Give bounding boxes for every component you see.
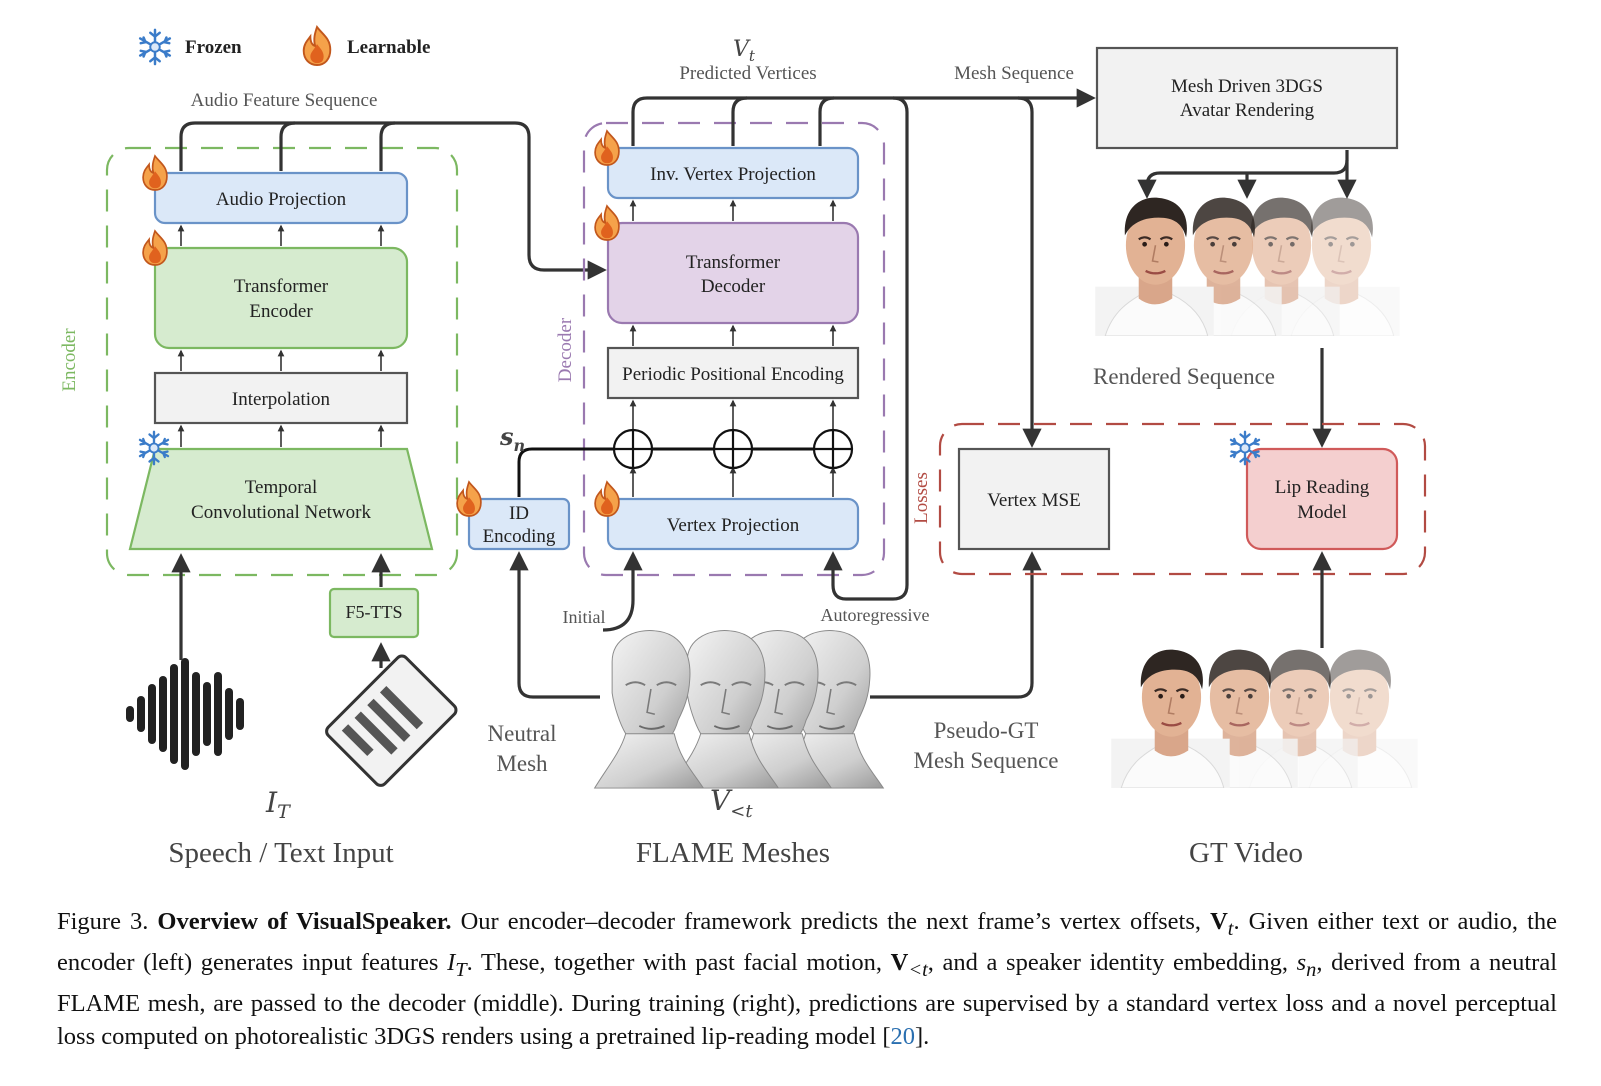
caption-text: . These, together with past facial motio… <box>466 948 891 976</box>
interpolation-box <box>153 371 409 425</box>
sn-symbol: sn <box>499 422 525 455</box>
flame-icon <box>142 155 168 191</box>
audio-feature-sequence-label: Audio Feature Sequence <box>191 90 378 111</box>
pseudo-gt-label-2: Mesh Sequence <box>914 748 1059 773</box>
pseudo-gt-label-1: Pseudo-GT <box>934 718 1039 743</box>
losses-label: Losses <box>911 472 932 524</box>
caption-text: ]. <box>914 1022 930 1050</box>
caption-subscript: T <box>455 958 467 981</box>
rendering-label-2: Avatar Rendering <box>1180 100 1315 121</box>
gt-video-frames <box>1110 648 1419 788</box>
vt-symbol: Vt <box>733 37 756 65</box>
flame-icon <box>302 26 332 66</box>
caption-symbol: V <box>890 948 909 976</box>
f5-tts-box <box>328 587 420 639</box>
flame-mesh-sequence <box>593 629 885 790</box>
predicted-vertices-label: Predicted Vertices <box>679 63 816 84</box>
audio-projection-label: Audio Projection <box>216 189 347 210</box>
caption-subscript: t <box>1227 917 1234 940</box>
id-encoding-box <box>467 497 571 551</box>
transformer-decoder-label-1: Transformer <box>686 252 781 273</box>
ppe-box <box>606 346 860 400</box>
gt-video-title: GT Video <box>1189 837 1303 869</box>
mesh-sequence-label: Mesh Sequence <box>954 63 1074 84</box>
caption-text: . Given either text or audio, the encode… <box>57 908 1558 976</box>
lip-reading-label-2: Model <box>1297 502 1347 523</box>
tcn-label-2: Convolutional Network <box>191 502 371 523</box>
legend-learnable: Learnable <box>347 37 430 58</box>
rendered-sequence-label: Rendered Sequence <box>1093 364 1275 389</box>
caption-symbol: I <box>447 948 456 976</box>
ppe-label: Periodic Positional Encoding <box>622 364 844 385</box>
rendering-label-1: Mesh Driven 3DGS <box>1171 76 1323 97</box>
caption-subscript: <t <box>908 958 928 981</box>
figure-number: Figure 3. <box>57 908 149 935</box>
caption-subscript: n <box>1306 958 1317 981</box>
caption-text: , and a speaker identity embedding, <box>927 948 1297 976</box>
input-symbol: IT <box>265 786 291 823</box>
audio-projection-box <box>153 171 409 225</box>
flame-icon <box>142 230 168 266</box>
vlt-symbol: V<t <box>710 784 753 822</box>
waveform-icon <box>126 658 244 770</box>
id-encoding-label-2: Encoding <box>483 526 556 547</box>
caption-title: Overview of VisualSpeaker. <box>157 908 452 935</box>
encoder-label: Encoder <box>59 328 80 392</box>
decoder-group: Decoder Inv. Vertex Projection Transform… <box>555 121 886 577</box>
flame-icon <box>594 481 620 517</box>
document-icon <box>325 654 458 787</box>
vertex-mse-box <box>957 447 1111 551</box>
lip-reading-label-1: Lip Reading <box>1275 477 1370 498</box>
citation-link[interactable]: 20 <box>890 1022 915 1050</box>
flame-icon <box>456 481 482 517</box>
add-node <box>612 428 654 470</box>
tcn-box <box>128 447 434 551</box>
speech-text-input-title: Speech / Text Input <box>168 837 393 869</box>
neutral-mesh-label-1: Neutral <box>488 721 557 746</box>
vertex-mse-label: Vertex MSE <box>987 490 1080 511</box>
inv-vertex-projection-box <box>606 146 860 200</box>
vertex-projection-label: Vertex Projection <box>667 515 800 536</box>
inv-vertex-projection-label: Inv. Vertex Projection <box>650 164 816 185</box>
f5-tts-label: F5-TTS <box>345 602 402 622</box>
add-node <box>712 428 754 470</box>
caption-text: Our encoder–decoder framework predicts t… <box>451 908 1211 935</box>
transformer-encoder-label-1: Transformer <box>234 276 329 297</box>
caption-symbol: V <box>1210 908 1228 935</box>
flame-icon <box>594 130 620 166</box>
caption-symbol: s <box>1296 948 1307 976</box>
transformer-encoder-label-2: Encoder <box>249 301 313 322</box>
decoder-label: Decoder <box>555 317 576 382</box>
flame-meshes-title: FLAME Meshes <box>636 837 830 869</box>
transformer-decoder-box <box>606 221 860 325</box>
caption-text: , derived from a neutral FLAME mesh, are… <box>57 948 1558 1050</box>
tcn-label-1: Temporal <box>245 477 318 498</box>
snowflake-icon <box>138 28 172 66</box>
add-node <box>812 428 854 470</box>
rendering-box <box>1095 46 1399 150</box>
autoregressive-label: Autoregressive <box>821 605 930 625</box>
interpolation-label: Interpolation <box>232 389 331 410</box>
initial-label: Initial <box>563 607 606 627</box>
neutral-mesh-label-2: Mesh <box>496 751 548 776</box>
vertex-projection-box <box>606 497 860 551</box>
figure-caption: Figure 3. Overview of VisualSpeaker. Our… <box>57 905 1557 1053</box>
encoder-group: Encoder Audio Feature Sequence Audio Pro… <box>59 90 459 639</box>
legend-frozen: Frozen <box>185 37 242 58</box>
flame-icon <box>594 205 620 241</box>
id-encoding-label-1: ID <box>509 503 529 524</box>
lip-reading-box <box>1245 447 1399 551</box>
transformer-decoder-label-2: Decoder <box>701 276 766 297</box>
transformer-encoder-box <box>153 246 409 350</box>
rendered-sequence-frames <box>1094 196 1401 336</box>
losses-group <box>938 422 1427 576</box>
